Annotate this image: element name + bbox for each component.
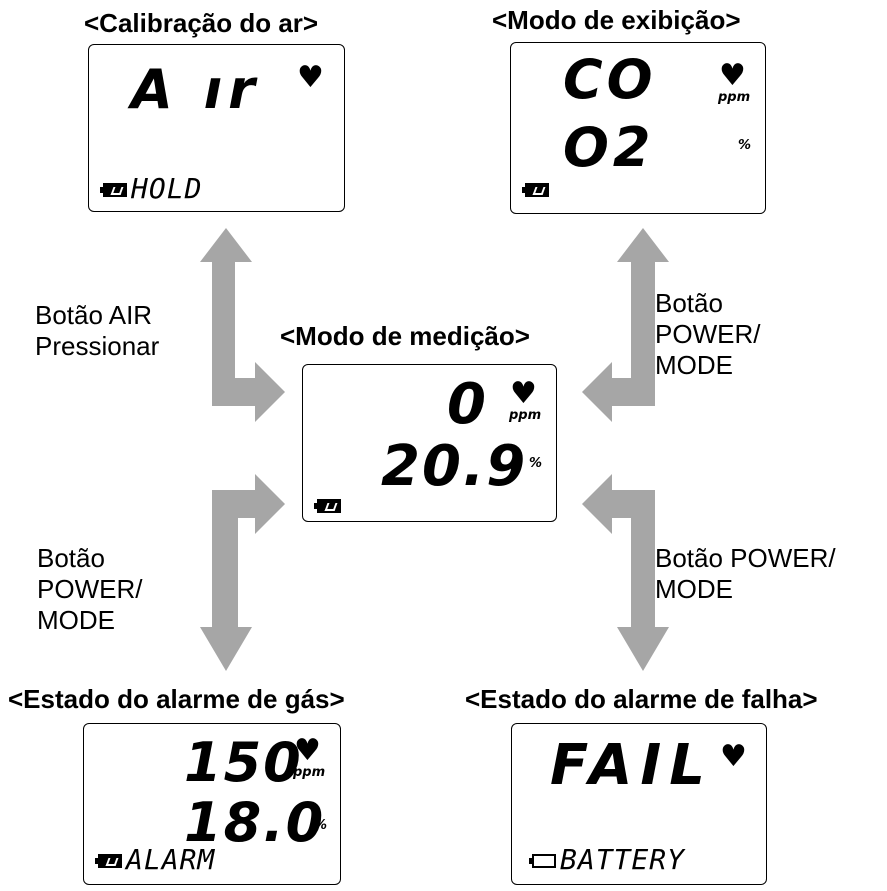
percent-unit: %	[314, 818, 328, 833]
co-alarm-value: 150	[184, 731, 303, 794]
display-mode-title: <Modo de exibição>	[492, 5, 741, 35]
battery-full-icon	[314, 499, 341, 513]
ppm-unit: ppm	[509, 408, 542, 423]
fail-reading: FAIL	[550, 733, 713, 798]
percent-unit: %	[738, 138, 752, 153]
hold-status: HOLD	[131, 172, 203, 205]
o2-reading: O2	[563, 116, 655, 179]
power-mode-label-bottom-right: Botão POWER/MODE	[655, 543, 836, 604]
o2-alarm-value: 18.0	[184, 791, 326, 854]
heart-icon: ♥	[297, 60, 324, 95]
ppm-unit: ppm	[718, 90, 751, 105]
ppm-unit: ppm	[293, 765, 326, 780]
fault-alarm-screen: FAIL ♥ BATTERY	[511, 723, 767, 885]
measurement-mode-title: <Modo de medição>	[280, 321, 530, 351]
battery-full-icon	[95, 854, 122, 868]
air-calibration-screen: A ır ♥ HOLD	[88, 44, 345, 212]
co-value: 0	[447, 372, 486, 437]
measurement-mode-screen: 0 ♥ ppm 20.9 %	[302, 364, 557, 522]
heart-icon: ♥	[719, 58, 746, 93]
fault-alarm-title: <Estado do alarme de falha>	[465, 684, 818, 714]
heart-icon: ♥	[720, 739, 747, 774]
heart-icon: ♥	[510, 376, 537, 411]
battery-status: BATTERY	[560, 843, 686, 876]
battery-full-icon	[100, 183, 127, 197]
air-reading: A ır	[131, 58, 261, 121]
battery-empty-icon	[529, 854, 556, 868]
arrow-to-fault-alarm	[582, 474, 669, 671]
display-mode-screen: CO ♥ ppm O2 %	[510, 42, 766, 214]
percent-unit: %	[529, 456, 543, 471]
battery-full-icon	[522, 183, 549, 197]
arrow-to-air-calibration	[200, 228, 285, 422]
co-reading: CO	[563, 48, 657, 111]
heart-icon: ♥	[294, 733, 321, 768]
arrow-to-gas-alarm	[200, 474, 285, 671]
gas-alarm-screen: 150 ♥ ppm 18.0 % ALARM	[83, 723, 341, 885]
arrow-to-display-mode	[582, 228, 669, 422]
gas-alarm-title: <Estado do alarme de gás>	[8, 684, 345, 714]
air-calibration-title: <Calibração do ar>	[84, 8, 319, 38]
alarm-status: ALARM	[126, 843, 216, 876]
o2-value: 20.9	[381, 434, 528, 499]
